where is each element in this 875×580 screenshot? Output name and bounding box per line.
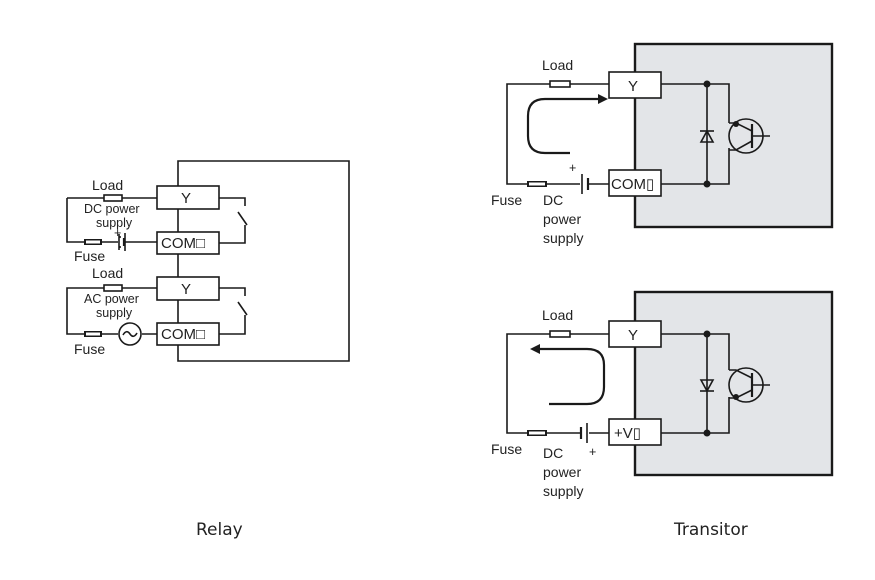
load-resistor — [103, 284, 123, 292]
sink-fuse-label: Fuse — [491, 192, 522, 208]
com-terminal-label: COM▯ — [611, 176, 654, 193]
source-load-label: Load — [542, 307, 573, 323]
ac-fuse-label: Fuse — [74, 341, 105, 357]
source-power-label-2: power — [543, 464, 581, 480]
y-terminal-label: Y — [181, 281, 191, 298]
relay-diagram: + Load DC power supply Fuse Y COM□ Load … — [66, 160, 350, 540]
com-terminal-label: COM□ — [161, 235, 205, 252]
sink-com-terminal — [608, 169, 662, 197]
dc-wire-top — [66, 198, 157, 243]
dc-power-label-2: supply — [96, 216, 133, 230]
load-resistor — [549, 330, 571, 338]
relay-dc-circuit: + Load DC power supply Fuse Y COM□ — [66, 177, 248, 264]
transistor-source-diagram: + Load Fuse DC power supply Y +V▯ — [491, 290, 834, 499]
y-terminal-label: Y — [628, 327, 638, 344]
load-resistor — [549, 80, 571, 88]
transistor-module-1 — [633, 42, 834, 229]
current-arrow-left — [538, 347, 606, 406]
dc-load-label: Load — [92, 177, 123, 193]
source-power-label-3: supply — [543, 483, 583, 499]
diode-icon — [699, 129, 715, 143]
ac-load-label: Load — [92, 265, 123, 281]
relay-ac-circuit: Load AC power supply Fuse Y COM□ — [66, 265, 248, 357]
transistor-sink-diagram: + Load Fuse DC power supply Y COM▯ — [491, 42, 834, 246]
ac-power-label-1: AC power — [84, 292, 139, 306]
transistor-module-2 — [633, 290, 834, 477]
dc-fuse-label: Fuse — [74, 248, 105, 264]
sink-power-label-3: supply — [543, 230, 583, 246]
load-resistor — [103, 194, 123, 202]
diode-icon — [699, 379, 715, 393]
current-arrow-right — [526, 97, 600, 155]
source-plus-sign: + — [589, 445, 596, 459]
source-fuse-label: Fuse — [491, 441, 522, 457]
y-terminal-label: Y — [181, 190, 191, 207]
relay-module-outline — [177, 160, 350, 362]
source-power-label-1: DC — [543, 445, 563, 461]
transistor-caption: Transitor — [673, 520, 748, 540]
sink-power-label-2: power — [543, 211, 581, 227]
sink-power-label-1: DC — [543, 192, 563, 208]
source-v-terminal — [608, 418, 662, 446]
ac-power-label-2: supply — [96, 306, 133, 320]
y-terminal-label: Y — [628, 78, 638, 95]
relay-contact-1 — [219, 197, 248, 244]
sink-plus-sign: + — [569, 161, 576, 175]
com-terminal-label: COM□ — [161, 326, 205, 343]
sink-y-terminal — [608, 71, 662, 99]
sink-internal-wire — [661, 83, 730, 185]
relay-caption: Relay — [196, 520, 243, 540]
v-terminal-label: +V▯ — [614, 425, 641, 442]
sink-load-label: Load — [542, 57, 573, 73]
relay-contact-2 — [219, 287, 248, 335]
source-internal-wire — [661, 333, 730, 434]
source-y-terminal — [608, 320, 662, 348]
dc-plus-sign: + — [114, 226, 121, 240]
dc-power-label-1: DC power — [84, 202, 140, 216]
